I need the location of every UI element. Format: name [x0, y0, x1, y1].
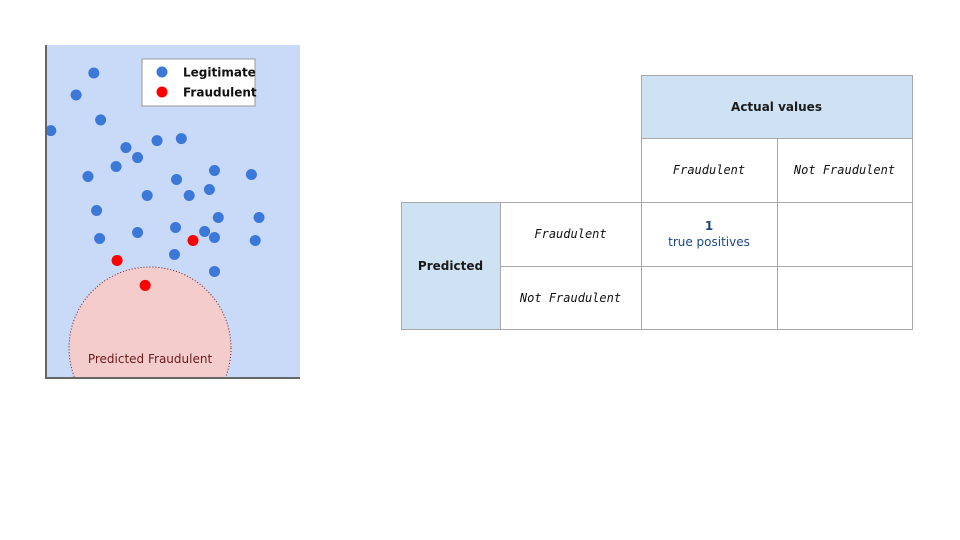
grid-line [401, 329, 913, 330]
legitimate-point [151, 135, 163, 147]
legend-label-fraudulent: Fraudulent [183, 86, 257, 100]
cell-false-negatives [641, 266, 777, 329]
grid-line [401, 202, 913, 203]
legend: Legitimate Fraudulent [141, 58, 257, 107]
legitimate-point [110, 161, 122, 173]
legend-label-legitimate: Legitimate [183, 66, 256, 80]
cell-label: true positives [668, 235, 750, 249]
legitimate-point [175, 133, 187, 145]
fraudulent-point [187, 234, 199, 246]
cell-true-positives: 1 true positives [641, 202, 777, 266]
cell-false-positives [777, 202, 912, 266]
legitimate-point [245, 169, 257, 181]
grid-line [641, 75, 642, 330]
legitimate-point [91, 205, 103, 217]
col-label-not-fraudulent: Not Fraudulent [793, 163, 896, 177]
legitimate-point [132, 226, 144, 238]
fraudulent-point [111, 254, 123, 266]
cell-true-negatives [777, 266, 912, 329]
grid-line [641, 75, 913, 76]
legitimate-point [208, 265, 220, 277]
legend-marker-fraudulent [156, 86, 168, 98]
legitimate-point [208, 231, 220, 243]
row-label-not-fraudulent: Not Fraudulent [519, 290, 622, 305]
legitimate-point [169, 248, 181, 260]
col-label-fraudulent: Fraudulent [672, 163, 746, 177]
legitimate-point [253, 211, 265, 223]
legend-marker-legitimate [156, 66, 168, 78]
fraudulent-point [139, 279, 151, 291]
legitimate-point [70, 89, 82, 101]
actual-values-header: Actual values [641, 75, 912, 138]
legitimate-point [183, 190, 195, 202]
predicted-fraudulent-region [68, 266, 232, 378]
legitimate-point [132, 152, 144, 164]
legitimate-point [88, 67, 100, 79]
legitimate-point [120, 142, 132, 154]
legitimate-point [212, 211, 224, 223]
legitimate-point [141, 190, 153, 202]
legitimate-point [171, 174, 183, 186]
predicted-header: Predicted [401, 202, 500, 329]
legitimate-point [95, 114, 107, 126]
grid-line [500, 266, 913, 267]
legitimate-point [45, 125, 57, 137]
legitimate-point [82, 171, 94, 183]
grid-line [777, 138, 778, 330]
grid-line [401, 202, 402, 330]
data-points [45, 67, 265, 291]
legitimate-point [249, 234, 261, 246]
legitimate-point [208, 165, 220, 177]
grid-line [912, 75, 913, 330]
row-label-fraudulent: Fraudulent [534, 227, 607, 241]
legitimate-point [203, 184, 215, 196]
region-label: Predicted Fraudulent [88, 352, 213, 366]
legitimate-point [199, 225, 211, 237]
legitimate-point [94, 232, 106, 244]
cell-value: 1 [704, 219, 714, 233]
legitimate-point [170, 221, 182, 233]
grid-line [500, 202, 501, 330]
